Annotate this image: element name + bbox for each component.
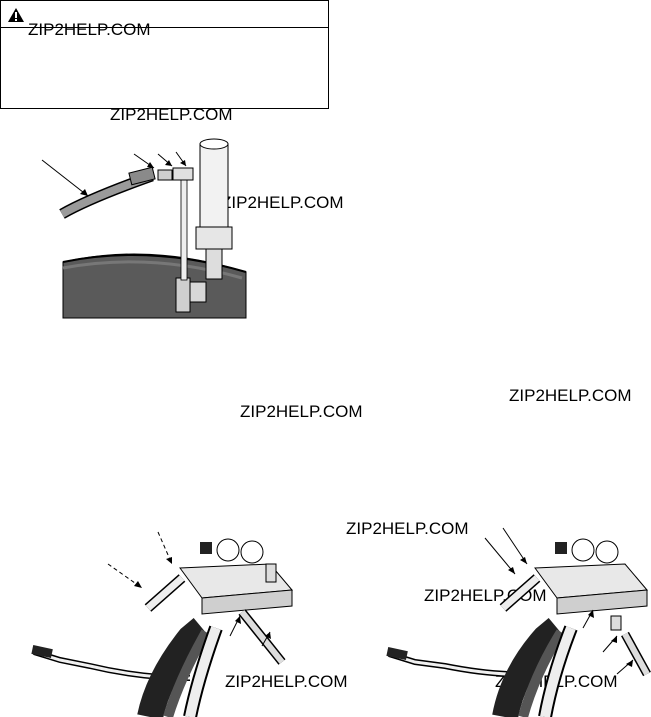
watermark: ZIP2HELP.COM bbox=[225, 672, 348, 691]
watermark: ZIP2HELP.COM bbox=[346, 519, 469, 538]
manifold-hoses-illustration-left bbox=[31, 531, 294, 717]
watermark: ZIP2HELP.COM bbox=[221, 193, 344, 212]
warning-triangle-icon bbox=[8, 8, 24, 22]
warning-header bbox=[1, 1, 328, 28]
watermark: ZIP2HELP.COM bbox=[110, 105, 233, 124]
watermark: ZIP2HELP.COM bbox=[240, 402, 363, 421]
manifold-hoses-illustration-right bbox=[386, 527, 651, 717]
warning-box bbox=[0, 0, 329, 109]
watermark: ZIP2HELP.COM bbox=[28, 20, 151, 39]
pump-drum-hose-illustration bbox=[41, 138, 247, 319]
watermark: ZIP2HELP.COM bbox=[509, 386, 632, 405]
